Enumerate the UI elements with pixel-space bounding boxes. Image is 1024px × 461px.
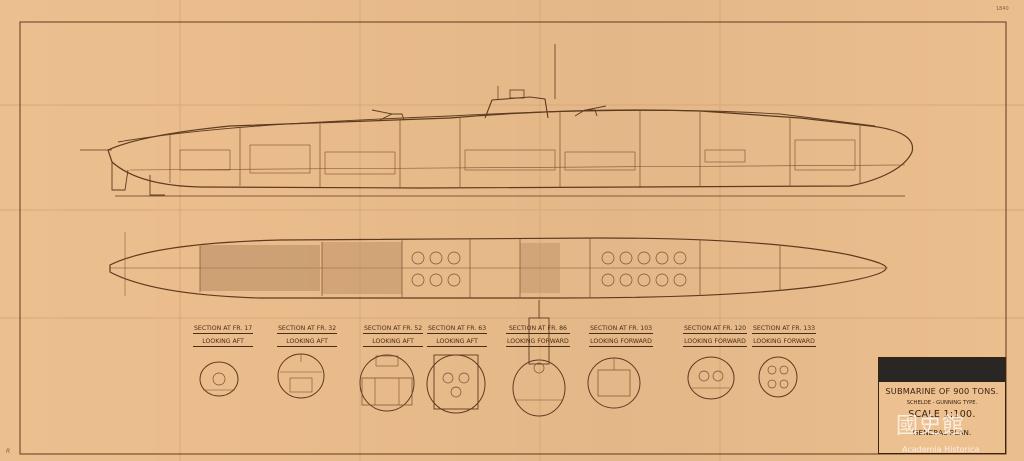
section-caption-fr32: SECTION AT FR. 32 LOOKING AFT bbox=[277, 325, 338, 347]
section-fr32-drawing bbox=[277, 353, 325, 399]
section-fr86-drawing bbox=[512, 300, 566, 417]
corner-mark: 1840 bbox=[996, 6, 1009, 12]
section-view: LOOKING AFT bbox=[427, 338, 488, 347]
cross-sections bbox=[199, 300, 798, 417]
section-title: SECTION AT FR. 52 bbox=[363, 325, 424, 334]
plan-view bbox=[109, 232, 888, 299]
watermark-text: Academia Historica bbox=[902, 445, 980, 454]
side-elevation bbox=[80, 44, 914, 197]
section-caption-fr103: SECTION AT FR. 103 LOOKING FORWARD bbox=[589, 325, 654, 347]
section-fr17-drawing bbox=[199, 361, 239, 397]
drawing-plan-name: GENERAL PLAN. bbox=[912, 428, 972, 437]
section-title: SECTION AT FR. 63 bbox=[427, 325, 488, 334]
section-view: LOOKING FORWARD bbox=[752, 338, 817, 347]
drawing-border bbox=[19, 21, 1007, 455]
margin-mark: R bbox=[6, 448, 11, 455]
drawing-scale: SCALE 1:100. bbox=[908, 409, 976, 420]
watermark-seal: 國史館 bbox=[896, 414, 966, 439]
title-band bbox=[879, 358, 1005, 382]
section-caption-fr120: SECTION AT FR. 120 LOOKING FORWARD bbox=[683, 325, 748, 347]
section-view: LOOKING FORWARD bbox=[506, 338, 570, 347]
section-view: LOOKING AFT bbox=[363, 338, 424, 347]
section-title: SECTION AT FR. 133 bbox=[752, 325, 817, 334]
section-view: LOOKING FORWARD bbox=[683, 338, 748, 347]
section-fr133-drawing bbox=[758, 356, 798, 398]
title-block: SUBMARINE OF 900 TONS. SCHELDE - GUNNING… bbox=[878, 357, 1006, 454]
section-fr63-drawing bbox=[426, 354, 486, 414]
section-caption-fr133: SECTION AT FR. 133 LOOKING FORWARD bbox=[752, 325, 817, 347]
section-title: SECTION AT FR. 103 bbox=[589, 325, 654, 334]
archive-watermark: 國史館 Academia Historica bbox=[888, 404, 1006, 458]
section-view: LOOKING AFT bbox=[277, 338, 338, 347]
section-fr103-drawing bbox=[587, 357, 641, 409]
section-title: SECTION AT FR. 86 bbox=[506, 325, 570, 334]
section-title: SECTION AT FR. 120 bbox=[683, 325, 748, 334]
section-title: SECTION AT FR. 17 bbox=[193, 325, 254, 334]
section-caption-fr52: SECTION AT FR. 52 LOOKING AFT bbox=[363, 325, 424, 347]
section-fr120-drawing bbox=[687, 356, 735, 400]
section-fr52-drawing bbox=[359, 354, 415, 412]
drawing-title: SUBMARINE OF 900 TONS. bbox=[885, 386, 999, 396]
section-caption-fr63: SECTION AT FR. 63 LOOKING AFT bbox=[427, 325, 488, 347]
section-view: LOOKING AFT bbox=[193, 338, 254, 347]
section-caption-fr17: SECTION AT FR. 17 LOOKING AFT bbox=[193, 325, 254, 347]
section-caption-fr86: SECTION AT FR. 86 LOOKING FORWARD bbox=[506, 325, 570, 347]
drawing-type: SCHELDE - GUNNING TYPE. bbox=[906, 400, 978, 406]
section-view: LOOKING FORWARD bbox=[589, 338, 654, 347]
section-title: SECTION AT FR. 32 bbox=[277, 325, 338, 334]
